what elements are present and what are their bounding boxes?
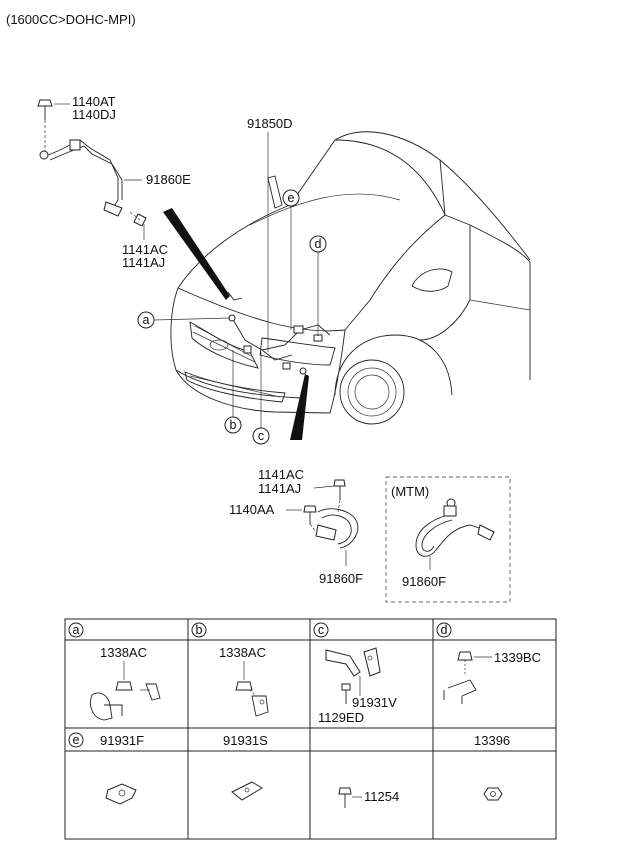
- svg-text:c: c: [258, 429, 264, 443]
- callout-1140AT: 1140AT: [72, 94, 116, 109]
- cell-e-clip-drawing: [105, 783, 137, 805]
- mtm-box: [385, 476, 511, 603]
- cell-c-parts-drawing: [325, 647, 381, 704]
- cell-g-part: 11254: [364, 789, 399, 804]
- cell-g-bolt-drawing: [338, 787, 352, 808]
- cell-f-clip-drawing: [231, 781, 263, 801]
- callout-1141AC-low: 1141AC: [258, 467, 304, 482]
- table-key-d: d: [436, 622, 452, 638]
- svg-text:e: e: [288, 191, 295, 205]
- marker-d: d: [309, 235, 327, 336]
- cell-h-header: 13396: [474, 733, 510, 748]
- callout-1140AA: 1140AA: [229, 502, 275, 517]
- table-key-c: c: [313, 622, 329, 638]
- callout-1141AC-top: 1141AC: [122, 242, 168, 257]
- marker-b: b: [224, 350, 242, 434]
- callout-91860E: 91860E: [146, 172, 191, 187]
- cell-d-parts-drawing: [443, 651, 477, 704]
- callout-1141AJ-low: 1141AJ: [258, 481, 301, 496]
- svg-text:b: b: [230, 418, 237, 432]
- svg-text:e: e: [73, 733, 80, 747]
- callout-1140DJ: 1140DJ: [72, 107, 116, 122]
- marker-a: a: [137, 311, 231, 329]
- callout-91860F: 91860F: [319, 571, 363, 586]
- engine-spec-label: (1600CC>DOHC-MPI): [6, 12, 136, 27]
- callout-1141AJ-top: 1141AJ: [122, 255, 165, 270]
- svg-text:b: b: [196, 623, 203, 637]
- svg-text:a: a: [143, 313, 150, 327]
- svg-text:d: d: [315, 237, 322, 251]
- pointer-wedge-top: [163, 208, 230, 300]
- table-key-e: e: [68, 732, 84, 748]
- cell-a-part: 1338AC: [100, 645, 147, 660]
- cell-f-header: 91931S: [223, 733, 268, 748]
- mtm-cable: [415, 498, 495, 557]
- mtm-title: (MTM): [391, 484, 429, 499]
- table-key-b: b: [191, 622, 207, 638]
- cell-b-parts-drawing: [235, 681, 269, 717]
- ground-cable-91860F: [303, 479, 359, 549]
- pointer-wedge-bottom: [290, 374, 309, 440]
- cell-d-part: 1339BC: [494, 650, 541, 665]
- cell-a-parts-drawing: [90, 681, 161, 721]
- cell-c-part-91931V: 91931V: [352, 695, 397, 710]
- cell-e-header: 91931F: [100, 733, 144, 748]
- car-illustration: [170, 131, 531, 425]
- cell-b-part: 1338AC: [219, 645, 266, 660]
- cell-h-nut-drawing: [483, 787, 503, 801]
- svg-text:d: d: [441, 623, 448, 637]
- mtm-part-91860F: 91860F: [402, 574, 446, 589]
- marker-e: e: [282, 189, 300, 330]
- cell-c-part-1129ED: 1129ED: [318, 710, 364, 725]
- svg-text:a: a: [73, 623, 80, 637]
- parts-table: [64, 618, 557, 840]
- svg-text:c: c: [318, 623, 324, 637]
- battery-cable-91860E: [37, 99, 147, 227]
- callout-91850D: 91850D: [247, 116, 293, 131]
- table-key-a: a: [68, 622, 84, 638]
- marker-c: c: [252, 352, 270, 445]
